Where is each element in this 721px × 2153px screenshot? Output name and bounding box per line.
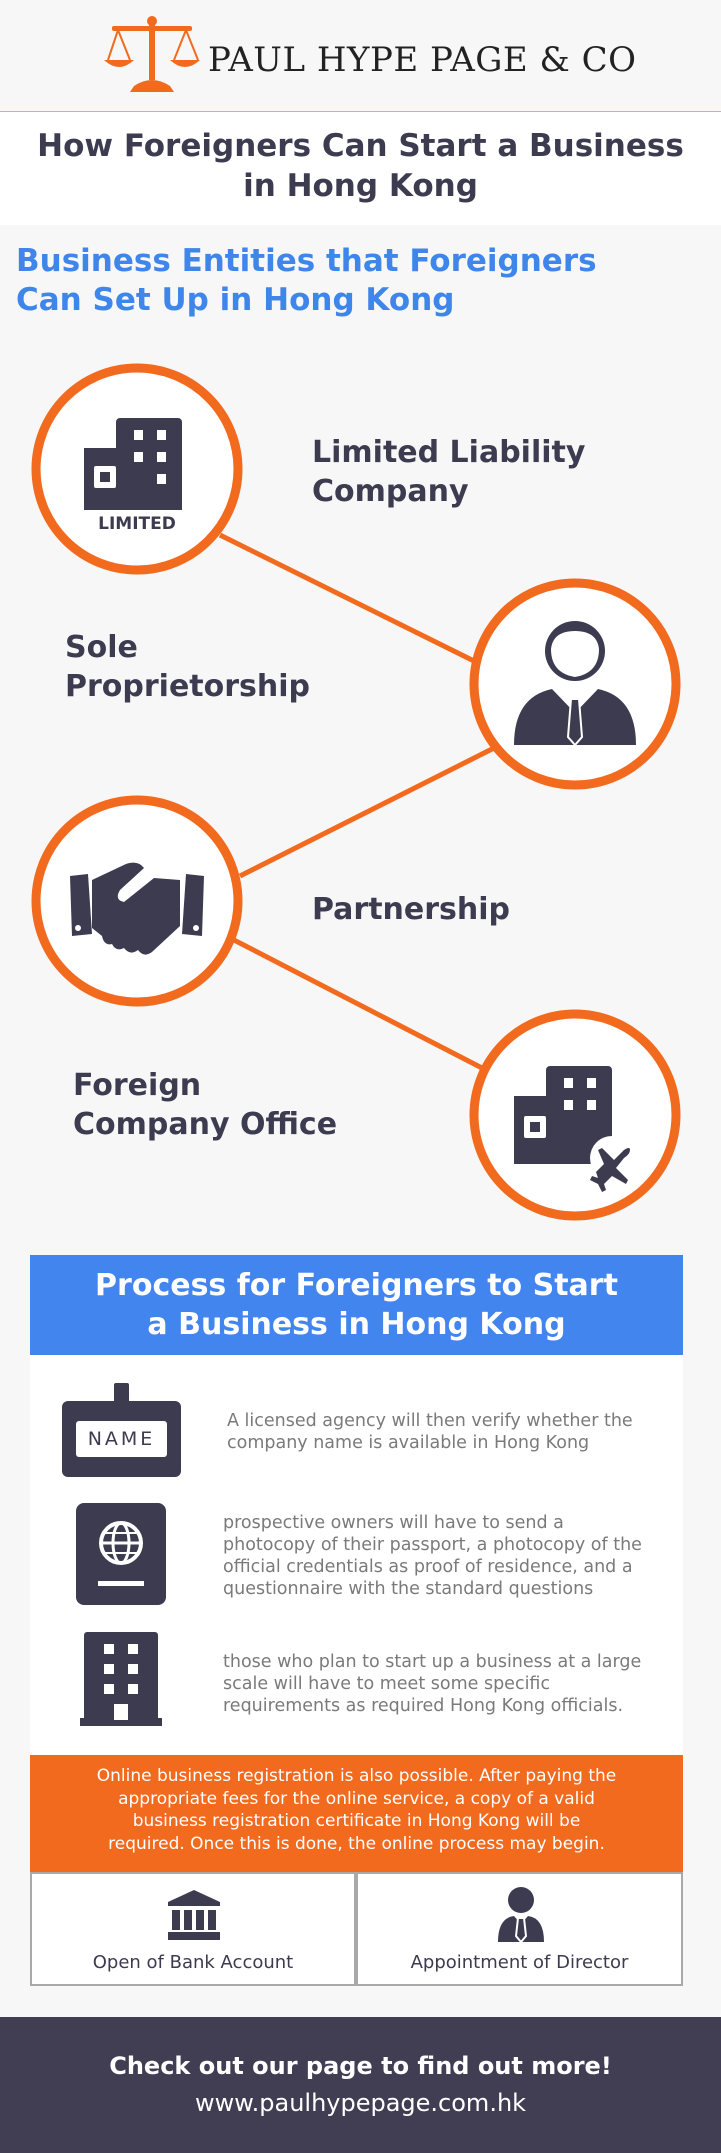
footer bbox=[0, 2017, 721, 2153]
online-registration-text: Online business registration is also pos… bbox=[64, 1765, 649, 1855]
limited-badge: LIMITED bbox=[98, 514, 176, 534]
entity-label-line: Proprietorship bbox=[65, 669, 311, 704]
entity-label-partnership: Partnership bbox=[312, 892, 511, 927]
online-line: required. Once this is done, the online … bbox=[108, 1833, 605, 1854]
step-line: photocopy of their passport, a photocopy… bbox=[223, 1535, 642, 1555]
director-label: Appointment of Director bbox=[410, 1952, 629, 1973]
office-tower-icon bbox=[80, 1632, 162, 1726]
handshake-icon bbox=[31, 795, 243, 1007]
footer-url-link[interactable]: www.paulhypepage.com.hk bbox=[194, 2089, 527, 2117]
online-line: appropriate fees for the online service,… bbox=[118, 1788, 595, 1809]
entity-label-sole: Sole Proprietorship bbox=[65, 628, 310, 706]
entities-title-line: Can Set Up in Hong Kong bbox=[16, 282, 455, 318]
brand-name: PAUL HYPE PAGE & CO bbox=[208, 40, 637, 80]
process-title-line: a Business in Hong Kong bbox=[147, 1307, 566, 1342]
limited-company-circle: LIMITED bbox=[30, 362, 244, 576]
connector-lines bbox=[218, 532, 496, 1071]
name-badge-text: NAME bbox=[76, 1421, 167, 1457]
step-text: A licensed agency will then verify wheth… bbox=[227, 1410, 667, 1454]
online-line: business registration certificate in Hon… bbox=[132, 1811, 581, 1831]
step-line: company name is available in Hong Kong bbox=[227, 1433, 590, 1453]
step-line: requirements as required Hong Kong offic… bbox=[223, 1696, 624, 1716]
businessman-icon bbox=[469, 578, 681, 790]
director-icon bbox=[498, 1887, 544, 1942]
process-title-line: Process for Foreigners to Start bbox=[95, 1268, 618, 1303]
step-line: A licensed agency will then verify wheth… bbox=[227, 1411, 633, 1431]
limited-building-icon bbox=[31, 363, 243, 575]
step-text: those who plan to start up a business at… bbox=[223, 1651, 673, 1717]
bank-account-label: Open of Bank Account bbox=[92, 1952, 294, 1973]
bank-icon bbox=[168, 1890, 220, 1940]
step-line: questionnaire with the standard question… bbox=[223, 1579, 594, 1599]
page-title-line: in Hong Kong bbox=[243, 168, 478, 204]
entity-label-llc: Limited Liability Company bbox=[312, 433, 585, 511]
process-title: Process for Foreigners to Start a Busine… bbox=[30, 1266, 683, 1344]
director-box: Appointment of Director bbox=[356, 1872, 683, 1986]
entity-label-line: Company Office bbox=[73, 1107, 338, 1142]
entity-label-line: Sole bbox=[65, 630, 138, 665]
step-line: those who plan to start up a business at… bbox=[223, 1652, 642, 1672]
step-line: prospective owners will have to send a bbox=[223, 1513, 564, 1533]
passport-icon bbox=[76, 1503, 166, 1605]
name-tag-icon: NAME bbox=[62, 1383, 181, 1477]
step-line: official credentials as proof of residen… bbox=[223, 1557, 633, 1577]
bank-account-box: Open of Bank Account bbox=[30, 1872, 356, 1986]
entities-section-title: Business Entities that Foreigners Can Se… bbox=[16, 242, 636, 320]
page-title: How Foreigners Can Start a Business in H… bbox=[20, 126, 701, 206]
page-title-line: How Foreigners Can Start a Business bbox=[37, 128, 684, 164]
entities-title-line: Business Entities that Foreigners bbox=[16, 243, 597, 279]
online-line: Online business registration is also pos… bbox=[96, 1766, 617, 1786]
entity-label-line: Foreign bbox=[73, 1068, 202, 1103]
foreign-office-icon bbox=[469, 1009, 681, 1221]
step-line: scale will have to meet some specific bbox=[223, 1674, 551, 1694]
entity-label-line: Company bbox=[312, 474, 469, 509]
header bbox=[0, 0, 721, 112]
online-registration-band bbox=[30, 1755, 683, 1873]
footer-cta: Check out our page to find out more! bbox=[109, 2052, 612, 2080]
title-band bbox=[0, 112, 721, 225]
process-header bbox=[30, 1255, 683, 1355]
scales-of-justice-icon bbox=[104, 16, 200, 92]
step-text: prospective owners will have to send a p… bbox=[223, 1512, 673, 1600]
entity-label-foreign: Foreign Company Office bbox=[73, 1066, 337, 1144]
entity-label-line: Limited Liability bbox=[312, 435, 586, 470]
